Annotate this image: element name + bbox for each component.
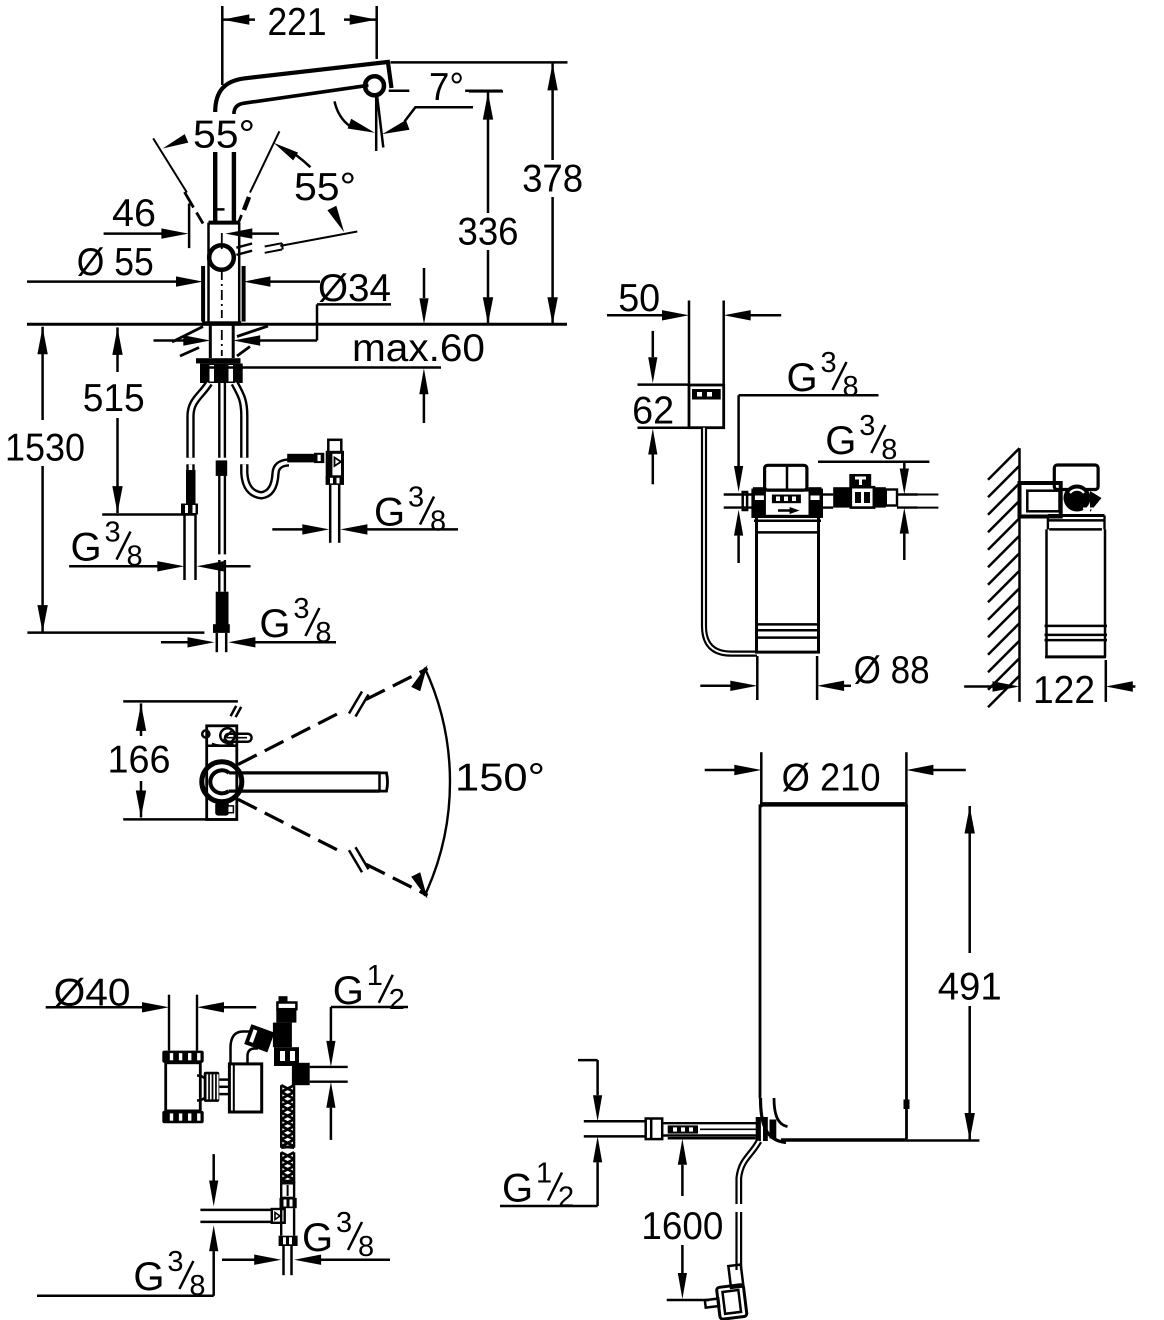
svg-text:G: G [825, 419, 856, 463]
svg-text:1: 1 [367, 960, 383, 992]
svg-text:122: 122 [1033, 669, 1095, 712]
svg-text:G: G [302, 1216, 333, 1260]
svg-text:8: 8 [189, 1270, 205, 1302]
svg-text:3: 3 [821, 347, 837, 379]
svg-text:8: 8 [315, 617, 331, 649]
svg-text:55°: 55° [294, 166, 356, 209]
svg-text:3: 3 [167, 1246, 183, 1278]
svg-text:50: 50 [618, 277, 660, 320]
svg-text:1: 1 [536, 1158, 552, 1190]
svg-text:3: 3 [859, 410, 875, 442]
svg-text:8: 8 [127, 541, 143, 573]
svg-text:Ø 55: Ø 55 [77, 241, 154, 284]
svg-text:G: G [502, 1167, 533, 1211]
svg-text:8: 8 [843, 371, 859, 403]
svg-text:8: 8 [358, 1231, 374, 1263]
svg-text:3: 3 [293, 593, 309, 625]
svg-text:G: G [133, 1255, 164, 1299]
svg-text:46: 46 [112, 192, 156, 235]
svg-text:1530: 1530 [5, 426, 85, 469]
svg-text:max.60: max.60 [352, 327, 485, 370]
svg-text:3: 3 [105, 517, 121, 549]
svg-text:2: 2 [558, 1182, 574, 1214]
svg-text:G: G [259, 602, 290, 646]
svg-text:515: 515 [83, 377, 145, 420]
svg-text:8: 8 [430, 506, 446, 538]
svg-text:2: 2 [389, 984, 405, 1016]
svg-text:G: G [374, 491, 405, 535]
svg-text:150°: 150° [455, 756, 545, 799]
svg-text:62: 62 [632, 389, 674, 432]
svg-text:7°: 7° [429, 66, 464, 109]
svg-text:G: G [787, 356, 818, 400]
svg-text:3: 3 [408, 482, 424, 514]
svg-text:8: 8 [881, 434, 897, 466]
svg-text:Ø 210: Ø 210 [782, 757, 881, 800]
svg-text:378: 378 [522, 157, 583, 200]
svg-text:1600: 1600 [641, 1205, 723, 1248]
svg-text:55°: 55° [193, 113, 255, 156]
svg-text:Ø34: Ø34 [318, 267, 391, 310]
svg-text:G: G [71, 526, 102, 570]
svg-text:3: 3 [336, 1207, 352, 1239]
svg-text:G: G [333, 969, 364, 1013]
svg-text:336: 336 [458, 211, 519, 254]
svg-text:491: 491 [938, 966, 1002, 1009]
svg-text:166: 166 [108, 739, 171, 782]
svg-text:221: 221 [268, 1, 327, 44]
svg-text:Ø 88: Ø 88 [854, 649, 930, 692]
